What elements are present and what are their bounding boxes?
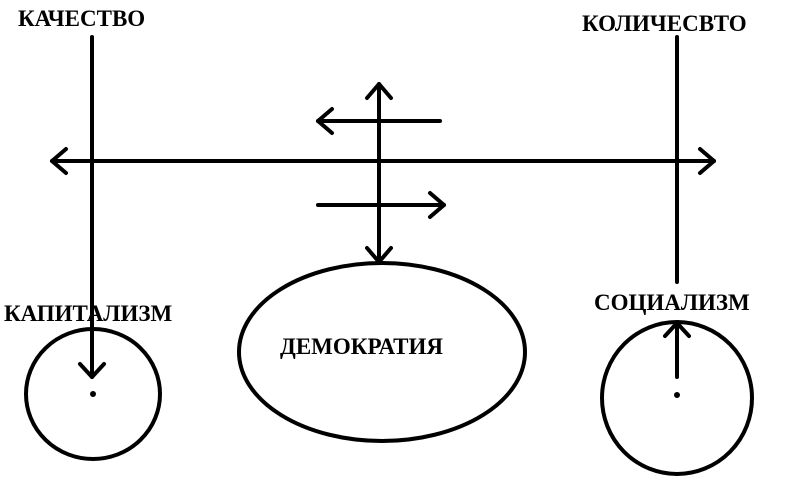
label-socialism: СОЦИАЛИЗМ <box>594 290 750 315</box>
label-democracy: ДЕМОКРАТИЯ <box>280 334 443 359</box>
center-vertical-arrow <box>365 82 393 264</box>
right-pointing-arrow <box>316 191 446 219</box>
left-pointing-arrow <box>316 107 442 135</box>
capitalism-center-dot <box>90 391 96 397</box>
socialism-circle <box>600 320 754 476</box>
socialism-center-dot <box>674 392 680 398</box>
label-capitalism: КАПИТАЛИЗМ <box>4 301 172 326</box>
label-quantity: КОЛИЧЕСВТО <box>582 11 747 36</box>
horizontal-axis-arrow <box>50 147 716 175</box>
capitalism-circle <box>24 327 162 461</box>
label-quality: КАЧЕСТВО <box>18 6 145 31</box>
socialism-to-quantity-arrow <box>663 35 691 379</box>
democracy-ellipse <box>237 261 527 443</box>
quality-to-capitalism-arrow <box>78 35 106 379</box>
